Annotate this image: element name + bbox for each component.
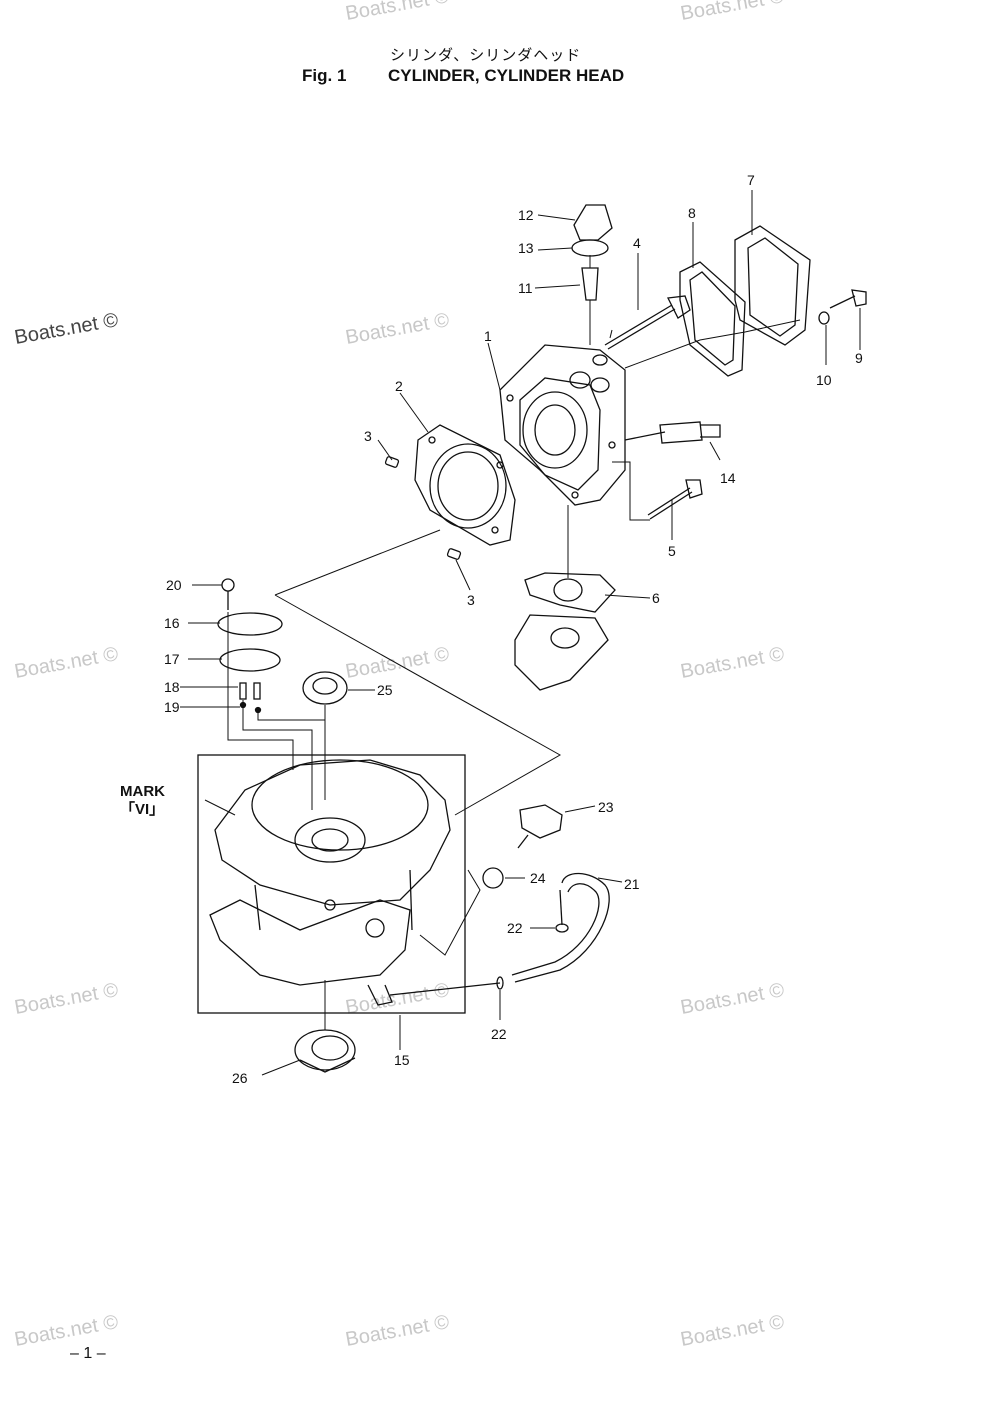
callout-19: 19	[164, 699, 180, 715]
callout-17: 17	[164, 651, 180, 667]
callout-14: 14	[720, 470, 736, 486]
callout-16: 16	[164, 615, 180, 631]
page-number: – 1 –	[70, 1345, 106, 1362]
callout-15: 15	[394, 1052, 410, 1068]
callout-21: 21	[624, 876, 640, 892]
callout-3: 3	[467, 592, 475, 608]
callout-3: 3	[364, 428, 372, 444]
callout-18: 18	[164, 679, 180, 695]
callout-26: 26	[232, 1070, 248, 1086]
callout-22: 22	[507, 920, 523, 936]
mark-label: MARK 「VI」	[120, 783, 165, 819]
callout-22: 22	[491, 1026, 507, 1042]
figure-title-japanese: シリンダ、シリンダヘッド	[390, 46, 582, 64]
figure-number: Fig. 1	[302, 66, 347, 85]
callout-13: 13	[518, 240, 534, 256]
cylinder-head-part	[499, 344, 626, 506]
mark-label-line2: 「VI」	[120, 801, 165, 818]
callout-6: 6	[652, 590, 660, 606]
mark-label-line1: MARK	[120, 783, 165, 800]
callout-4: 4	[633, 235, 641, 251]
figure-title: CYLINDER, CYLINDER HEAD	[388, 66, 625, 85]
callout-1: 1	[484, 328, 492, 344]
crankcase-part	[209, 759, 451, 1006]
callout-23: 23	[598, 799, 614, 815]
callout-5: 5	[668, 543, 676, 559]
callout-9: 9	[855, 350, 863, 366]
callout-2: 2	[395, 378, 403, 394]
crankcase-group-box	[197, 754, 466, 1014]
callout-20: 20	[166, 577, 182, 593]
callout-24: 24	[530, 870, 546, 886]
callout-11: 11	[518, 280, 533, 296]
callout-12: 12	[518, 207, 534, 223]
callout-7: 7	[747, 172, 755, 188]
cylinder-head-gasket-part	[414, 424, 516, 546]
callout-25: 25	[377, 682, 393, 698]
callout-8: 8	[688, 205, 696, 221]
callout-10: 10	[816, 372, 832, 388]
